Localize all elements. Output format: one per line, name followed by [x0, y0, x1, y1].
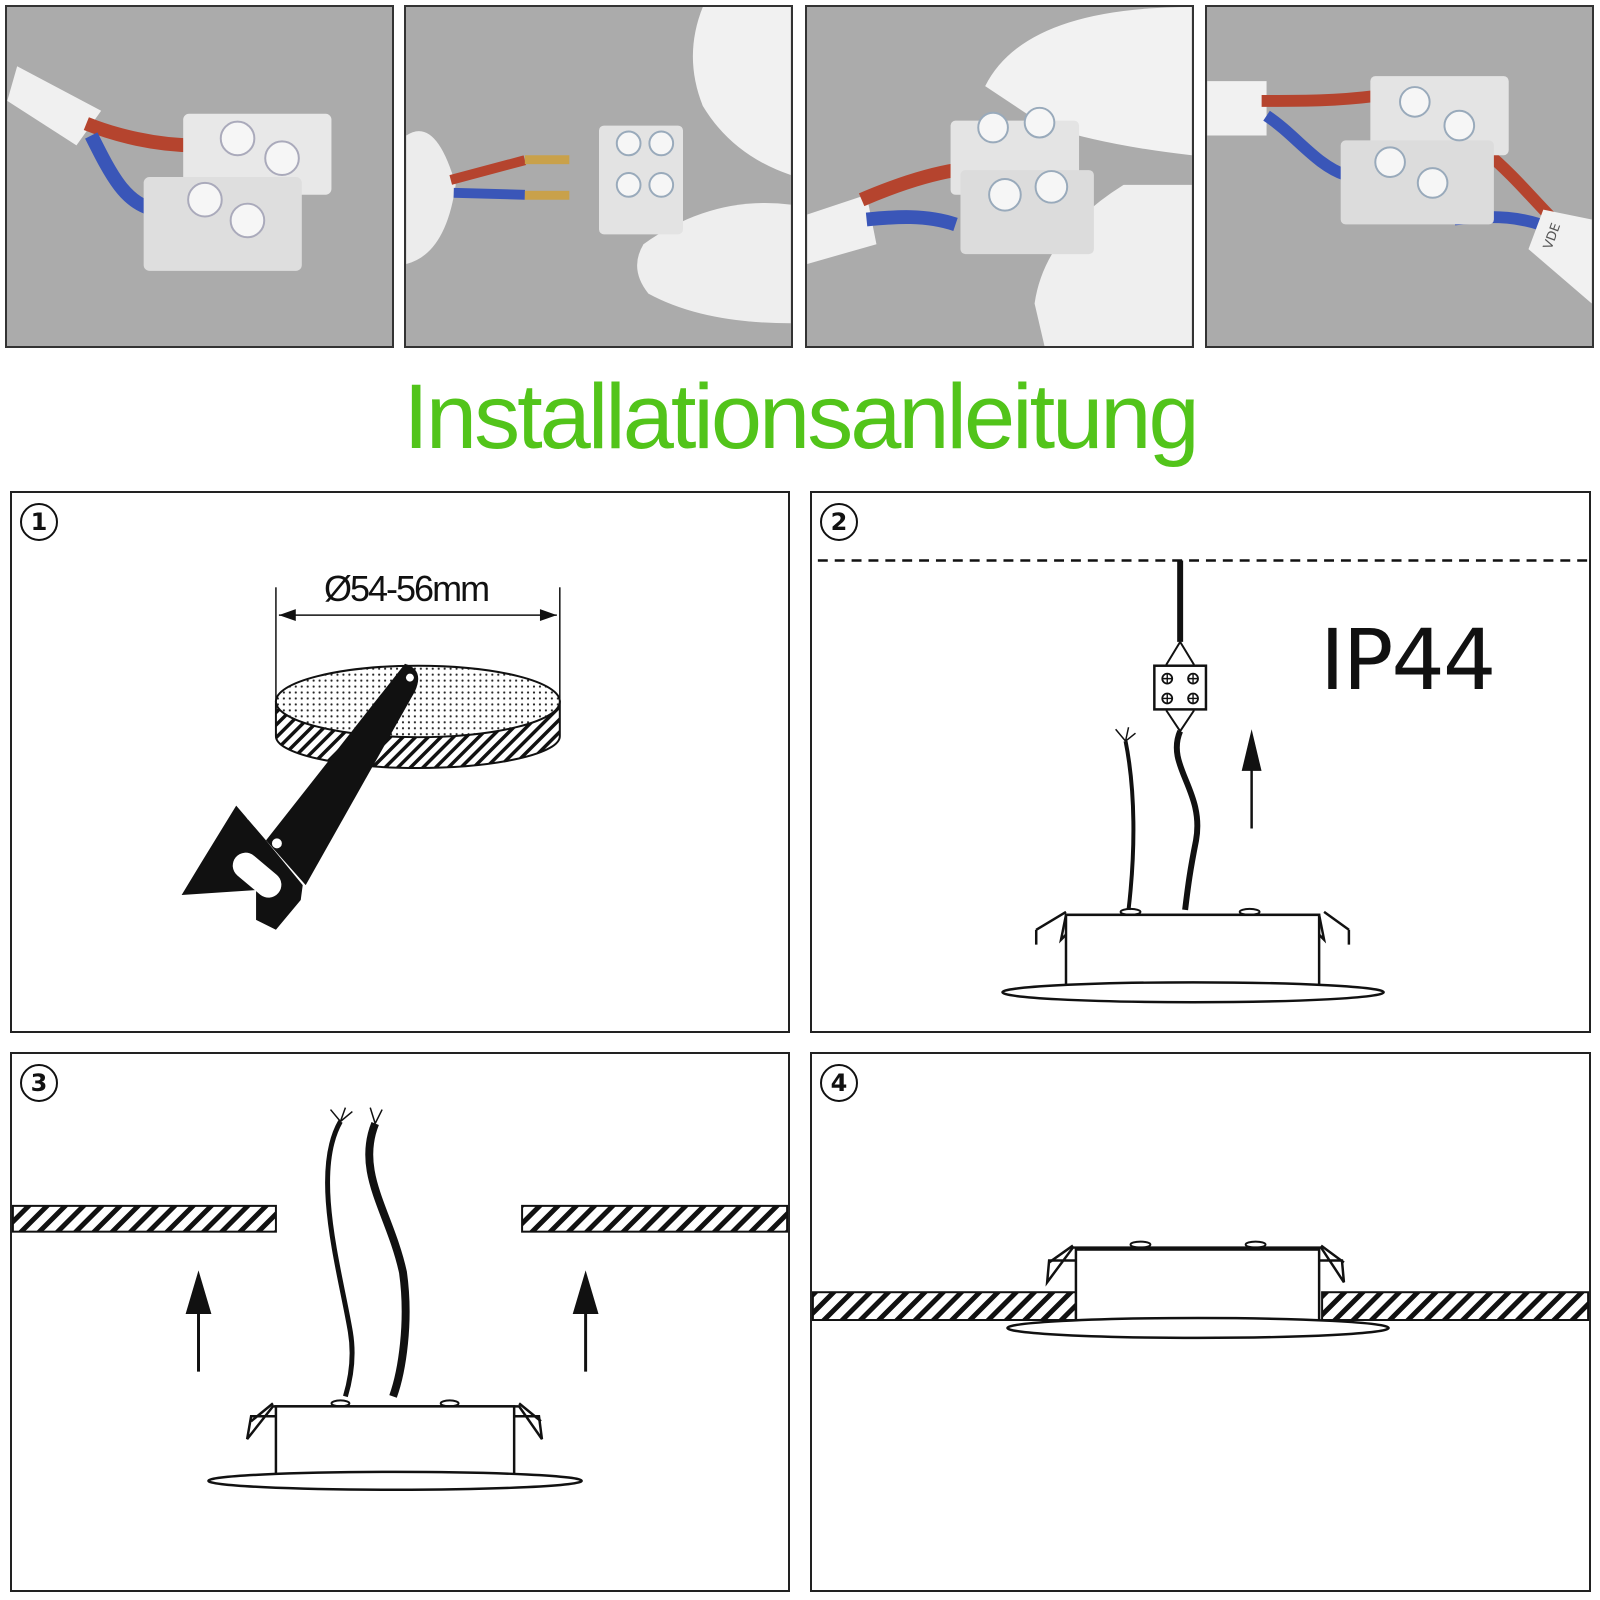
- downlight-fixture-icon: [1001, 907, 1385, 1004]
- step-4-panel: 4: [810, 1052, 1591, 1592]
- photo-2-illustration: [406, 7, 791, 346]
- photo-3-illustration: [807, 7, 1192, 346]
- diameter-label: Ø54-56mm: [324, 568, 490, 609]
- step-3-panel: 3: [10, 1052, 790, 1592]
- step-3-drawing: [12, 1107, 788, 1491]
- step-1-panel: 1 Ø54-56mm: [10, 491, 790, 1033]
- step-2-panel: 2 IP44: [810, 491, 1591, 1033]
- step-2-drawing: [817, 559, 1589, 1004]
- step-3-number: 3: [20, 1064, 58, 1102]
- step-4-number: 4: [820, 1064, 858, 1102]
- saw-icon: [181, 663, 419, 930]
- step-4-drawing: [812, 1240, 1589, 1340]
- step-1-drawing: [181, 587, 561, 930]
- photo-inserting-wires: [805, 5, 1194, 348]
- installed-downlight-icon: [1006, 1240, 1390, 1340]
- photo-connected-cables: VDE: [1205, 5, 1594, 348]
- photo-4-illustration: VDE: [1207, 7, 1592, 346]
- page-title: Installationsanleitung: [403, 366, 1199, 468]
- photo-connector-with-cable: [5, 5, 394, 348]
- ip-rating-label: IP44: [1320, 611, 1496, 709]
- terminal-block-icon: [1153, 664, 1208, 711]
- step-2-number: 2: [820, 503, 858, 541]
- photo-1-illustration: [7, 7, 392, 346]
- step-1-number: 1: [20, 503, 58, 541]
- downlight-fixture-icon: [207, 1399, 583, 1491]
- photo-stripped-wires: [404, 5, 793, 348]
